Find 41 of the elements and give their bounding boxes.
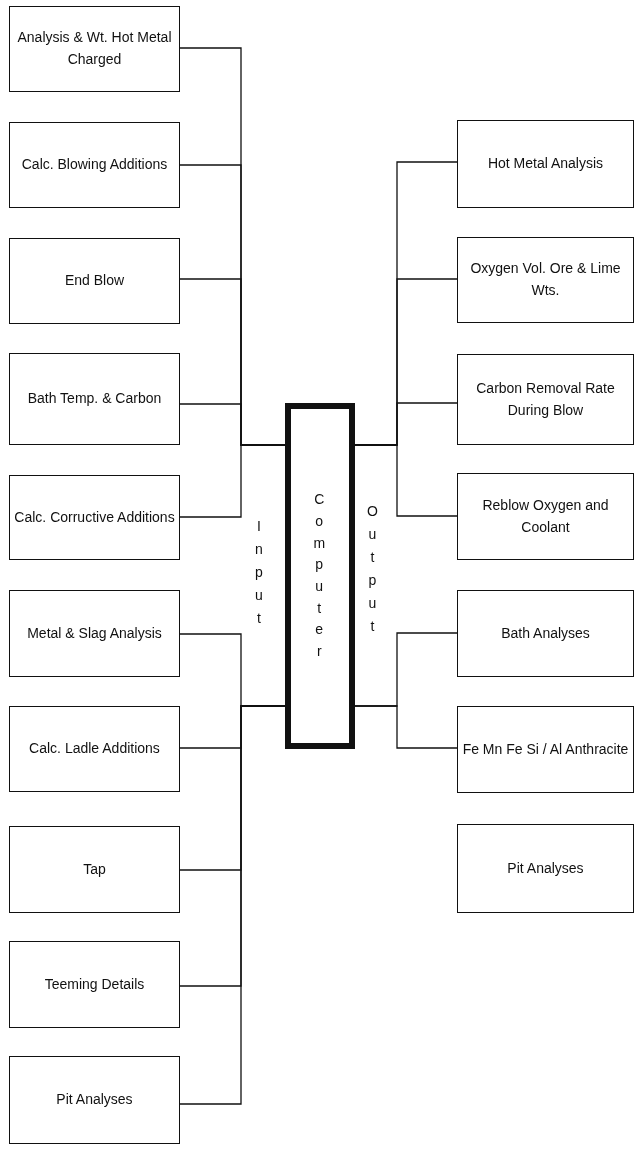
- box-label: Bath Temp. & Carbon: [26, 389, 163, 409]
- process-box: [457, 706, 634, 793]
- box-label: Fe Mn Fe Si / Al Anthracite: [461, 739, 630, 759]
- process-box: [457, 824, 634, 913]
- side-label: Input: [255, 517, 265, 629]
- box-label: Calc. Corructive Additions: [13, 507, 176, 527]
- box-label: Oxygen Vol. Ore & Lime Wts.: [469, 259, 622, 300]
- process-box: [9, 353, 180, 445]
- box-label: Bath Analyses: [500, 623, 591, 643]
- process-box: [9, 826, 180, 913]
- process-box: [9, 475, 180, 560]
- connector-line: [354, 444, 458, 517]
- process-box: [457, 354, 634, 445]
- process-box: [9, 1056, 180, 1144]
- connector-line: [354, 705, 458, 749]
- box-label: Reblow Oxygen and Coolant: [481, 495, 610, 537]
- box-label: Hot Metal Analysis: [486, 154, 605, 174]
- box-label: Tap: [82, 859, 107, 879]
- box-label: Computer: [312, 490, 328, 662]
- process-box: [457, 120, 634, 208]
- process-box: [9, 941, 180, 1028]
- computer-box: [285, 403, 355, 749]
- process-box: [9, 238, 180, 324]
- box-label: Carbon Removal Rate During Blow: [475, 378, 616, 420]
- box-label: Teeming Details: [43, 974, 146, 994]
- box-label: Metal & Slag Analysis: [26, 623, 163, 643]
- box-label: Calc. Blowing Additions: [20, 155, 169, 175]
- box-label: Pit Analyses: [506, 858, 585, 878]
- process-box: [9, 590, 180, 677]
- process-box: [9, 6, 180, 92]
- process-box: [457, 590, 634, 677]
- box-label: Analysis & Wt. Hot Metal Charged: [16, 28, 173, 69]
- process-box: [9, 122, 180, 208]
- process-box: [9, 706, 180, 792]
- box-label: End Blow: [63, 271, 126, 291]
- box-label: Calc. Ladle Additions: [28, 739, 161, 759]
- side-label: Output: [367, 502, 380, 637]
- box-label: Pit Analyses: [55, 1090, 134, 1110]
- process-box: [457, 237, 634, 323]
- connector-line: [179, 444, 286, 518]
- process-box: [457, 473, 634, 560]
